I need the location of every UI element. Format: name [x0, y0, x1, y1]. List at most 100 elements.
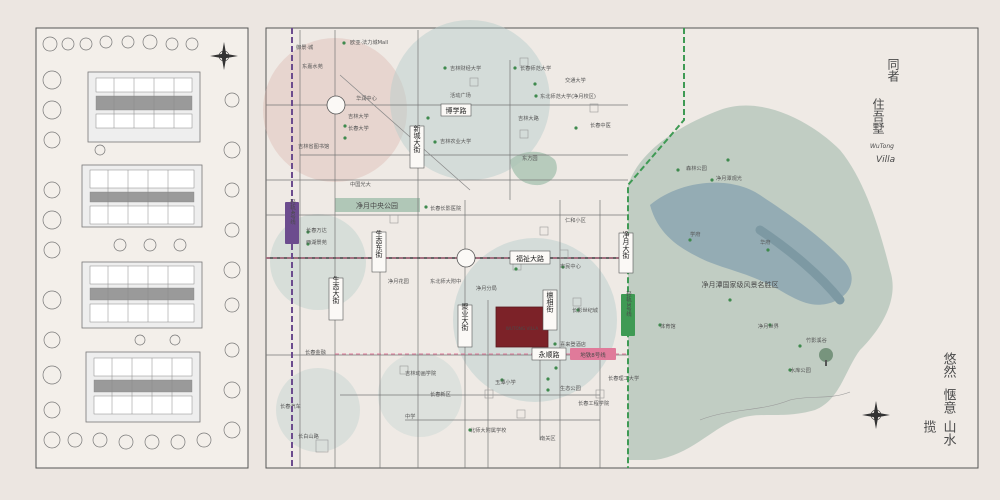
scenic-area-label: 净月潭国家级风景名胜区	[702, 280, 779, 289]
poi-hospital: 长春长影医院	[430, 204, 462, 212]
poi-xiaoxue: 北师大附属学校	[470, 426, 506, 434]
svg-text:檩相街: 檩相街	[546, 291, 554, 314]
svg-text:东嘉水苑: 东嘉水苑	[302, 62, 323, 70]
poi-school-1: 长春师范大学	[520, 64, 551, 72]
hill-park	[510, 151, 557, 186]
svg-text:生态公园: 生态公园	[560, 384, 581, 392]
svg-text:长春汽车: 长春汽车	[280, 402, 301, 410]
poi-mall: 欧亚·法力城Mall	[350, 38, 388, 46]
svg-text:吉林动画学院: 吉林动画学院	[405, 369, 437, 377]
svg-text:吉林大路: 吉林大路	[518, 114, 540, 122]
villa-block-1	[87, 71, 201, 143]
metro-label-line-4[interactable]: 轻轨4号线	[285, 198, 299, 244]
svg-text:生态东街: 生态东街	[375, 229, 383, 259]
poi-canyon: 净月潭观光	[716, 174, 742, 182]
road-label-shengtai[interactable]: 生态大街	[328, 275, 344, 321]
slogan-1: 同者	[886, 58, 900, 83]
poi-university-4: 东北师范大学(净月校区)	[540, 92, 596, 100]
project-site-marker[interactable]: WUTONG VILLA	[495, 306, 549, 348]
svg-text:净月大街: 净月大街	[622, 230, 630, 260]
road-label-shengtai-dong[interactable]: 生态东街	[371, 229, 387, 273]
svg-text:长白山路: 长白山路	[298, 432, 320, 440]
svg-text:聚业大街: 聚业大街	[461, 303, 469, 332]
zone-circle-south-west	[276, 368, 360, 452]
metro-label-line-8[interactable]: 地铁8号线	[570, 348, 616, 360]
landmark-icons	[315, 57, 605, 453]
metro-label-line-3[interactable]: 轻轨3号线	[621, 290, 635, 336]
svg-text:净月中央公园: 净月中央公园	[356, 201, 398, 210]
roundabout-north	[326, 95, 346, 115]
svg-text:新城大街: 新城大街	[413, 124, 421, 154]
road-label-boxue[interactable]: 博学路	[440, 103, 472, 117]
site-trees	[42, 34, 241, 450]
road-label-jingyue[interactable]: 净月大街	[618, 230, 634, 274]
poi-dots	[306, 41, 802, 432]
poi-park-water: 水库公园	[790, 366, 811, 374]
compass-icon-2	[862, 401, 890, 429]
branding-block: 同者 住吾墅 WuTong Villa 悠然 惬意 揽 山水	[699, 58, 957, 446]
svg-text:中国光大: 中国光大	[350, 180, 371, 188]
compass-icon-1	[210, 42, 238, 70]
svg-text:华府: 华府	[760, 238, 770, 246]
villa-block-3	[81, 261, 203, 329]
tree-icon	[819, 348, 833, 366]
road-label-zhanxiang[interactable]: 檩相街	[542, 289, 558, 331]
svg-text:净月分局: 净月分局	[476, 284, 497, 292]
poi-forest: 森林公园	[686, 164, 707, 172]
svg-text:长春新区: 长春新区	[430, 390, 451, 398]
svg-text:御景·城: 御景·城	[296, 43, 314, 51]
villa-en: WuTong	[870, 143, 894, 150]
svg-text:华润中心: 华润中心	[356, 94, 377, 102]
poi-square: 活动广场	[450, 91, 471, 99]
svg-text:市民中心: 市民中心	[560, 262, 581, 270]
svg-text:轻轨3号线: 轻轨3号线	[625, 290, 632, 317]
road-label-juye[interactable]: 聚业大街	[457, 303, 473, 348]
poi-ice: 长影世纪城	[572, 306, 599, 314]
roundabout-center	[456, 248, 476, 268]
svg-text:长春工程学院: 长春工程学院	[578, 399, 610, 407]
calligraphy-1: 悠然	[941, 352, 957, 378]
svg-text:博学路: 博学路	[446, 106, 467, 115]
svg-text:吉林省图书馆: 吉林省图书馆	[298, 142, 329, 150]
jingyuetan-lake[interactable]	[650, 182, 852, 305]
poi-zhuguang: 竹影溪谷	[806, 336, 828, 344]
road-label-yongshun[interactable]: 永顺路	[531, 347, 567, 361]
svg-text:福祉大路: 福祉大路	[516, 254, 544, 263]
svg-text:长春理工大学: 长春理工大学	[608, 374, 639, 382]
poi-hotel: 喜来登酒店	[560, 340, 586, 348]
slogan-2: 住吾墅	[871, 98, 885, 134]
svg-text:生态大街: 生态大街	[332, 275, 340, 305]
svg-text:长春金融: 长春金融	[305, 348, 326, 356]
svg-text:净月花园: 净月花园	[388, 277, 409, 285]
villa-block-4	[85, 351, 201, 423]
svg-text:长春中医: 长春中医	[590, 121, 611, 129]
svg-text:南关区: 南关区	[540, 434, 556, 442]
svg-text:中学: 中学	[405, 412, 415, 420]
svg-text:仁和小区: 仁和小区	[565, 216, 586, 224]
central-park-label[interactable]: 净月中央公园	[356, 201, 398, 210]
calligraphy-4: 山水	[941, 420, 957, 446]
main-map-panel: WUTONG VILLA	[263, 20, 979, 469]
road-label-xincheng[interactable]: 新城大街	[409, 124, 425, 169]
calligraphy-3: 揽	[921, 419, 937, 433]
svg-text:东北师大附中: 东北师大附中	[430, 277, 461, 285]
svg-text:东方园: 东方园	[522, 154, 538, 162]
jingyue-central-park[interactable]	[335, 198, 420, 212]
poi-world: 净月世界	[758, 322, 779, 330]
villa-block-2	[81, 164, 203, 228]
svg-text:吉林大学: 吉林大学	[348, 112, 369, 120]
villa-label: Villa	[876, 155, 895, 165]
poi-university-2: 长春大学	[348, 124, 369, 132]
poi-university-3: 吉林农业大学	[440, 137, 471, 145]
svg-text:永顺路: 永顺路	[539, 350, 560, 359]
poi-labels: 欧亚·法力城Mall 长春师范大学 活动广场 吉林财经大学 长春大学 吉林农业大…	[280, 38, 828, 442]
project-logo-text: WUTONG VILLA	[506, 326, 539, 331]
poi-tiyu: 体育馆	[660, 322, 676, 330]
calligraphy-2: 惬意	[941, 388, 957, 414]
road-label-fuzhi[interactable]: 福祉大路	[509, 250, 551, 265]
svg-text:地铁8号线: 地铁8号线	[580, 351, 606, 359]
svg-text:西湖景苑: 西湖景苑	[306, 238, 327, 246]
poi-university-1: 吉林财经大学	[450, 64, 481, 72]
